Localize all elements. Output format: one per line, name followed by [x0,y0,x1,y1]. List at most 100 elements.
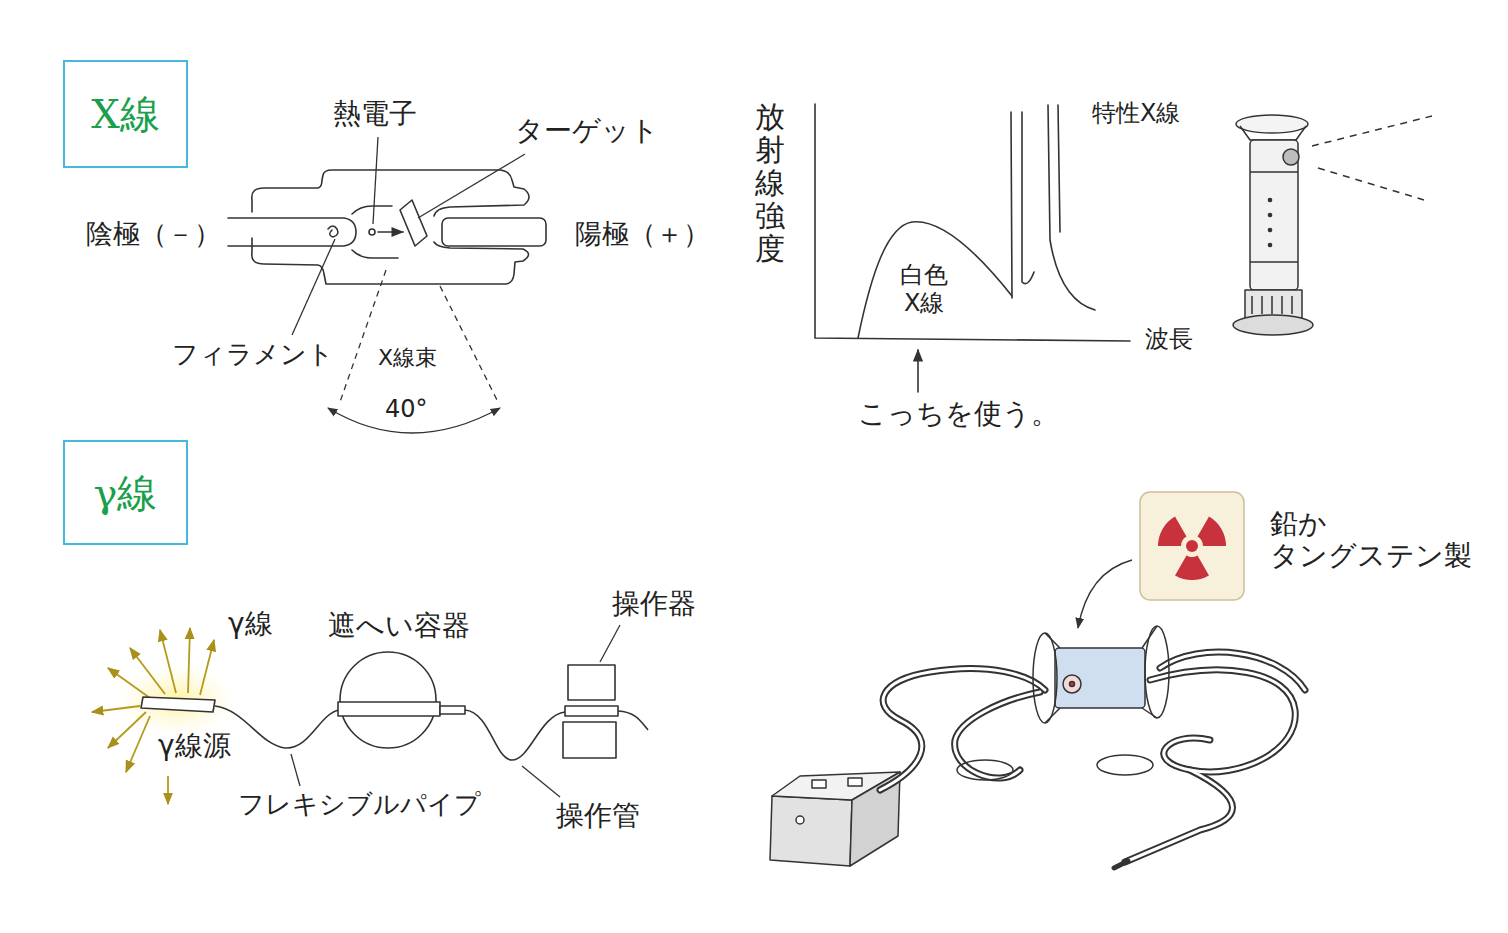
spectrum-chart [1058,105,1060,232]
trefoil-blade [1198,517,1227,546]
gamma-camera [1097,755,1153,775]
spectrum-chart [1048,105,1095,310]
spectrum-chart [815,104,1130,341]
cable [1114,861,1128,868]
x-ray-tube [400,200,427,246]
gamma-ray-arrow [126,716,150,772]
gamma-ray-arrow [92,706,140,712]
x-ray-unit [1312,116,1432,146]
warning-sign [1140,492,1244,600]
leader-line [292,137,525,335]
gamma-glow [116,664,236,736]
spectrum-chart [858,222,1012,338]
gamma-camera [1145,626,1169,718]
part-label: 遮へい容器 [328,610,470,642]
cable [955,692,1040,778]
gamma-rays [92,628,214,804]
callout-arrow [1078,560,1132,628]
cable [880,668,1045,790]
x-ray-tube [252,238,529,284]
trefoil-blade [1158,517,1187,546]
gamma-ray-arrow [167,776,169,804]
x-ray-unit [1318,168,1424,200]
x-ray-unit [1268,243,1271,246]
material-note: 鉛か タングステン製 [1270,508,1483,572]
leader-line [291,625,620,797]
cable [955,692,1040,778]
warning-sign [1158,517,1226,580]
trefoil-center [1186,540,1198,552]
x-ray-beam [440,286,498,402]
gamma-schematic [338,702,440,716]
part-label: フィラメント [172,340,334,370]
x-ray-tube [352,250,398,258]
gamma-ray-arrow [108,668,150,698]
spectrum-chart [1011,112,1012,298]
spectrum-chart [1022,112,1034,284]
gamma-ray-arrow [108,712,146,748]
gamma-schematic [141,697,215,712]
gamma-schematic [618,711,648,730]
part-label: 熱電子 [333,98,417,130]
gamma-camera [957,626,1169,780]
x-ray-unit [1268,213,1271,216]
gamma-camera [1070,682,1075,687]
gamma-schematic [215,706,340,748]
leader-line [373,137,378,224]
spectrum-chart [917,350,919,392]
leader-line [600,625,620,662]
gamma-schematic [465,710,565,760]
warning-sign [1140,492,1244,600]
x-ray-unit [1233,115,1432,335]
leader-line [292,239,335,335]
part-label: ターゲット [515,115,659,147]
x-ray-tube [378,231,403,233]
x-ray-tube [352,206,392,214]
axis-label: 放射線強度 [755,100,785,265]
x-ray-tube [228,170,546,284]
gamma-schematic [565,706,618,716]
x-ray-unit [1252,296,1292,314]
part-label: 操作器 [612,588,696,620]
gamma-schematic [563,722,616,758]
x-ray-unit [1245,290,1302,318]
ray-label: γ線 [228,608,273,640]
x-ray-unit [1268,198,1271,201]
x-ray-beam [328,270,500,433]
title-box: γ線 [63,440,188,545]
x-ray-tube [328,226,338,237]
gamma-schematic [568,665,615,700]
leader-line [291,754,300,786]
x-ray-tube [369,229,375,235]
gamma-ray-arrow [200,640,214,695]
axis-label: 波長 [1145,326,1193,354]
cable [1125,770,1233,862]
leader-line [418,154,525,218]
beam-label: X線束 [378,345,437,370]
gamma-camera [848,778,862,786]
x-ray-tube [442,218,546,246]
x-ray-unit [1268,228,1271,231]
x-ray-unit [1233,315,1313,335]
callout-arrow [1078,560,1132,628]
spectrum-chart [815,104,1130,392]
gamma-schematic [340,652,436,748]
gamma-glow [116,664,236,736]
cable [880,668,1045,790]
gamma-ray-arrow [188,628,190,693]
title-text: X線 [91,91,159,137]
curve-label: 白色 X線 [893,262,955,317]
leader-line [522,766,560,797]
gamma-camera [1045,626,1157,723]
title-box: X線 [63,60,188,168]
x-ray-unit [1240,126,1306,140]
x-ray-unit [1250,140,1298,290]
gamma-camera [957,760,1013,780]
gamma-camera [1055,648,1145,708]
gamma-schematic [440,706,465,714]
electrode-label: 陽極（＋） [575,218,710,249]
x-ray-beam [340,270,386,402]
cable [1150,670,1295,772]
